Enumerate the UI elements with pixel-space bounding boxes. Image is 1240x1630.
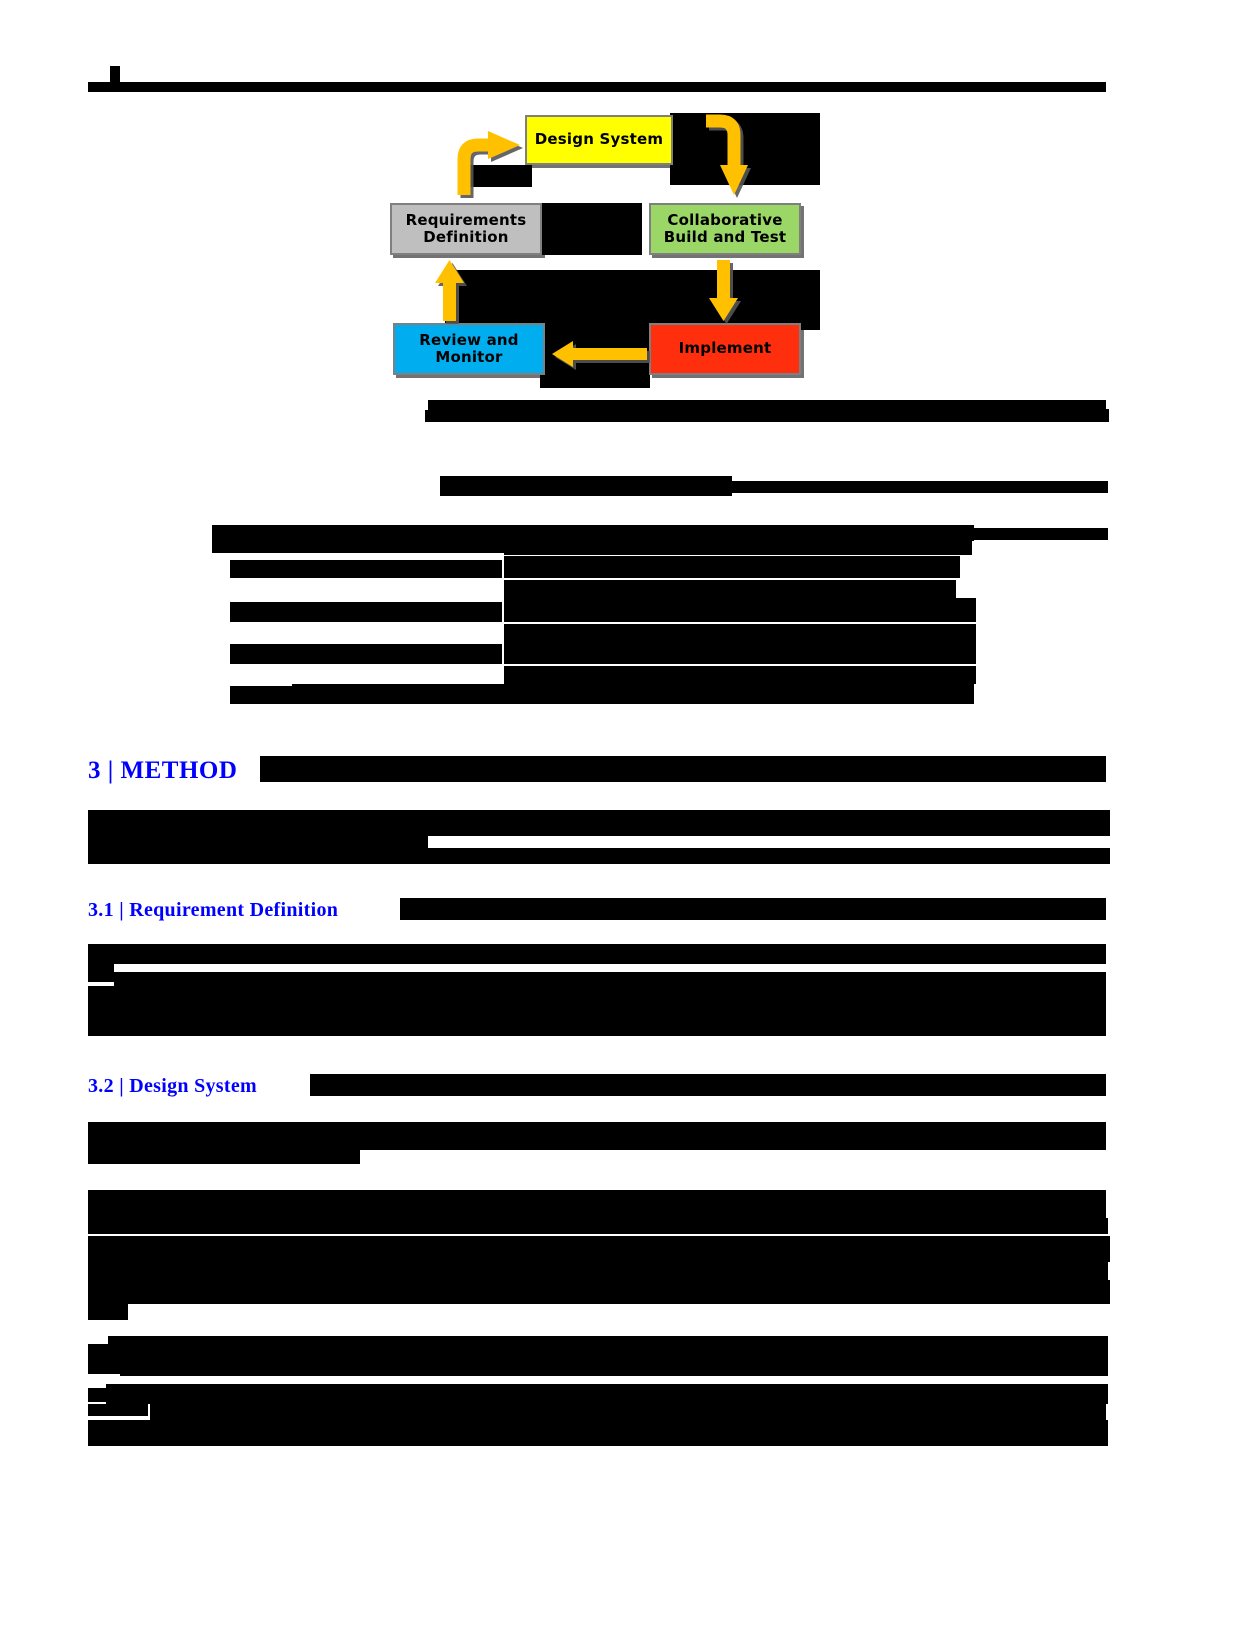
diagram-box-design-system-label: Design System: [534, 130, 664, 149]
design-paragraph-line: [88, 1304, 128, 1320]
diagram-box-review-line2: Monitor: [435, 348, 503, 366]
figure-caption-line: [425, 410, 680, 422]
diagram-fill-mid: [445, 270, 820, 330]
diagram-fill-top-right: [670, 113, 820, 185]
design-paragraph-line: [88, 1420, 1108, 1446]
diagram-box-review-line1: Review and: [419, 330, 519, 349]
header-rule: [88, 82, 1106, 92]
method-paragraph-line: [88, 848, 1110, 864]
bullet-line: [504, 624, 976, 642]
requirement-paragraph-line: [88, 1008, 1106, 1036]
requirement-paragraph-line: [88, 944, 1106, 964]
diagram-fill-left: [462, 165, 532, 187]
design-paragraph-line: [108, 1336, 1108, 1358]
design-paragraph-line: [88, 1404, 148, 1416]
arrow-design-to-collaborative: [706, 114, 748, 195]
bullet-line: [504, 538, 972, 555]
bullet-line: [230, 644, 502, 664]
method-paragraph-line: [88, 834, 428, 848]
bullet-line: [230, 560, 502, 578]
bullet-line: [504, 598, 976, 622]
agile-cycle-diagram: Design System Requirements Definition Co…: [380, 95, 820, 395]
diagram-box-implement: Implement: [649, 323, 801, 375]
arrow-collaborative-to-implement: [709, 260, 738, 321]
diagram-box-collaborative-line1: Collaborative: [667, 210, 783, 229]
design-paragraph-line: [88, 1388, 106, 1402]
design-paragraph-line: [88, 1122, 1106, 1150]
header-running-tick: [110, 66, 120, 82]
bullet-line: [974, 528, 1108, 540]
diagram-box-implement-label: Implement: [678, 339, 772, 358]
diagram-box-collaborative-build-and-test: Collaborative Build and Test: [649, 203, 801, 255]
diagram-box-requirements-line1: Requirements: [405, 210, 527, 229]
design-paragraph-line: [88, 1356, 120, 1374]
design-paragraph-line: [118, 1262, 1108, 1280]
figure-caption-line: [679, 409, 1109, 422]
design-paragraph-line: [88, 1344, 108, 1356]
list-heading-redacted: [440, 476, 732, 496]
bullet-line: [230, 602, 502, 622]
bullet-line: [212, 541, 504, 553]
design-paragraph-line: [88, 1218, 440, 1234]
section-heading-method: 3 | METHOD: [88, 757, 238, 784]
list-heading-tail-redacted: [730, 481, 1108, 493]
arrow-requirements-to-design: [457, 131, 520, 195]
diagram-box-review-and-monitor: Review and Monitor: [393, 323, 545, 375]
design-paragraph-line: [88, 1190, 1106, 1218]
diagram-arrows: [435, 114, 748, 367]
bullet-line: [504, 642, 976, 664]
bullet-line: [504, 580, 956, 598]
section-heading-design-system: 3.2 | Design System: [88, 1075, 257, 1097]
requirement-paragraph-line: [88, 964, 114, 982]
diagram-box-requirements-definition: Requirements Definition: [390, 203, 542, 255]
bullet-line: [504, 556, 960, 578]
design-paragraph-line: [88, 1150, 360, 1164]
diagram-fill-center: [542, 203, 642, 255]
requirement-paragraph-line: [88, 986, 1106, 1008]
diagram-box-design-system: Design System: [525, 115, 673, 165]
arrow-implement-to-review: [552, 341, 647, 367]
diagram-box-collaborative-line2: Build and Test: [663, 228, 787, 246]
design-paragraph-line: [106, 1384, 1108, 1404]
section-method-redaction-strip: [260, 756, 1106, 782]
bullet-line: [230, 686, 292, 704]
design-paragraph-line: [120, 1358, 1108, 1376]
diagram-box-requirements-line2: Definition: [423, 228, 509, 246]
design-paragraph-line: [88, 1280, 1110, 1304]
section-heading-requirement-definition: 3.1 | Requirement Definition: [88, 899, 339, 921]
design-paragraph-line: [150, 1404, 1106, 1420]
design-paragraph-line: [88, 1236, 1110, 1262]
bullet-line: [504, 666, 976, 684]
bullet-line: [292, 684, 974, 704]
requirement-paragraph-line: [114, 972, 1106, 986]
section-requirement-redaction-strip: [400, 898, 1106, 920]
design-paragraph-line: [88, 1262, 118, 1280]
method-paragraph-line: [428, 812, 1110, 836]
design-paragraph-line: [440, 1218, 1108, 1234]
arrow-review-to-requirements: [435, 260, 464, 321]
section-design-redaction-strip: [310, 1074, 1106, 1096]
bullet-line: [212, 525, 974, 541]
